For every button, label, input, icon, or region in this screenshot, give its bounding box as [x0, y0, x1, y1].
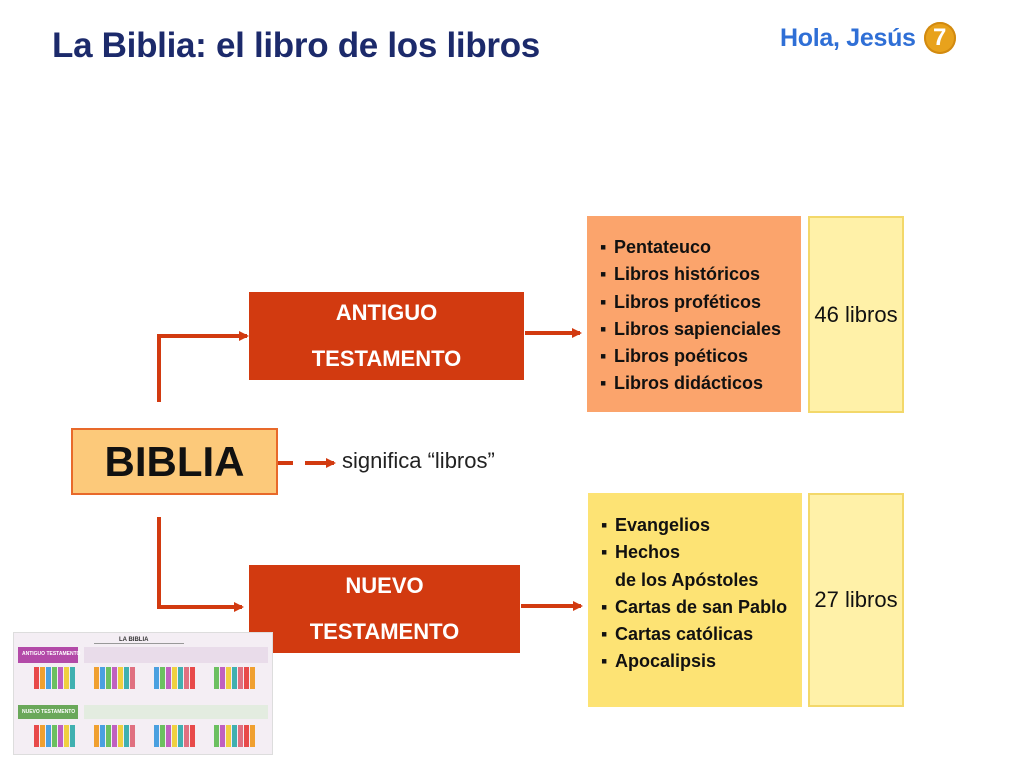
book-spine	[40, 667, 45, 689]
book-spine	[214, 667, 219, 689]
list-item: ▪Apocalipsis	[601, 651, 717, 672]
book-spine	[214, 725, 219, 747]
book-spine	[124, 667, 129, 689]
nuevo-testamento-box: NUEVO TESTAMENTO	[249, 565, 520, 653]
antiguo-line2: TESTAMENTO	[311, 346, 462, 371]
book-spine	[34, 725, 39, 747]
nuevo-count: 27 libros	[808, 493, 904, 707]
book-spine	[58, 667, 63, 689]
book-spine	[172, 725, 177, 747]
book-spine	[172, 667, 177, 689]
book-spine	[46, 667, 51, 689]
book-spine	[226, 725, 231, 747]
book-spine	[106, 667, 111, 689]
list-item: ▪Cartas de san Pablo	[601, 596, 788, 617]
list-item: ▪Hechos	[601, 542, 681, 563]
list-item: ▪Libros poéticos	[600, 346, 749, 367]
arrow-to-nuevo	[157, 517, 244, 612]
book-spine	[178, 667, 183, 689]
book-spine	[232, 725, 237, 747]
book-spine	[112, 725, 117, 747]
book-spine	[244, 725, 249, 747]
book-spine	[40, 725, 45, 747]
worksheet-thumbnail-image: LA BIBLIA ANTIGUO TESTAMENTO NUEVO TESTA…	[14, 633, 272, 754]
book-spine	[166, 725, 171, 747]
book-spine	[64, 725, 69, 747]
antiguo-testamento-box: ANTIGUO TESTAMENTO	[249, 292, 524, 380]
arrow-to-antiguo	[157, 331, 249, 402]
brand-name: Hola, Jesús	[780, 23, 916, 52]
biblia-box: BIBLIA	[71, 428, 278, 495]
nuevo-books-list: ▪Evangelios ▪Hechos de los Apóstoles ▪Ca…	[588, 493, 802, 707]
book-spine	[52, 725, 57, 747]
book-spine	[250, 725, 255, 747]
book-spine	[46, 725, 51, 747]
nuevo-line2: TESTAMENTO	[309, 619, 460, 644]
book-spine	[220, 667, 225, 689]
list-item: ▪Cartas católicas	[601, 624, 754, 645]
list-item: de los Apóstoles	[615, 569, 759, 590]
book-spine	[184, 667, 189, 689]
book-spine	[244, 667, 249, 689]
book-spine	[130, 667, 135, 689]
book-spine	[100, 667, 105, 689]
book-spine	[178, 725, 183, 747]
antiguo-line1: ANTIGUO	[335, 300, 438, 325]
book-spine	[112, 667, 117, 689]
book-spine	[232, 667, 237, 689]
book-spine	[154, 667, 159, 689]
thumbnail-label-nt: NUEVO TESTAMENTO	[22, 709, 75, 715]
antiguo-books-list: ▪Pentateuco ▪Libros históricos ▪Libros p…	[587, 216, 801, 412]
worksheet-thumbnail: LA BIBLIA ANTIGUO TESTAMENTO NUEVO TESTA…	[13, 632, 273, 755]
book-spine	[58, 725, 63, 747]
book-spine	[94, 725, 99, 747]
book-spine	[34, 667, 39, 689]
book-spine	[100, 725, 105, 747]
book-spine	[184, 725, 189, 747]
book-spine	[70, 725, 75, 747]
list-item: ▪Libros históricos	[600, 264, 761, 285]
biblia-meaning: significa “libros”	[342, 448, 495, 473]
book-spine	[166, 667, 171, 689]
book-spine	[118, 667, 123, 689]
list-item: ▪Evangelios	[601, 515, 711, 535]
book-spine	[190, 725, 195, 747]
book-spine	[250, 667, 255, 689]
list-item: ▪Libros didácticos	[600, 373, 764, 394]
book-spine	[220, 725, 225, 747]
book-spine	[238, 725, 243, 747]
list-item: ▪Pentateuco	[600, 237, 712, 257]
nuevo-line1: NUEVO	[345, 573, 424, 598]
list-item: ▪Libros sapienciales	[600, 318, 782, 339]
brand-logo: Hola, Jesús 7	[780, 22, 956, 54]
book-spine	[130, 725, 135, 747]
book-spine	[106, 725, 111, 747]
book-spine	[160, 725, 165, 747]
antiguo-count: 46 libros	[808, 216, 904, 413]
list-item: ▪Libros proféticos	[600, 291, 762, 312]
book-spine	[238, 667, 243, 689]
brand-badge: 7	[923, 22, 956, 54]
book-spine	[94, 667, 99, 689]
book-spine	[52, 667, 57, 689]
book-spine	[154, 725, 159, 747]
book-spine	[190, 667, 195, 689]
thumbnail-title: LA BIBLIA	[119, 637, 149, 643]
page-title: La Biblia: el libro de los libros	[52, 26, 540, 65]
book-spine	[124, 725, 129, 747]
book-spine	[160, 667, 165, 689]
thumbnail-label-at: ANTIGUO TESTAMENTO	[22, 651, 81, 657]
book-spine	[118, 725, 123, 747]
book-spine	[64, 667, 69, 689]
book-spine	[70, 667, 75, 689]
book-spine	[226, 667, 231, 689]
